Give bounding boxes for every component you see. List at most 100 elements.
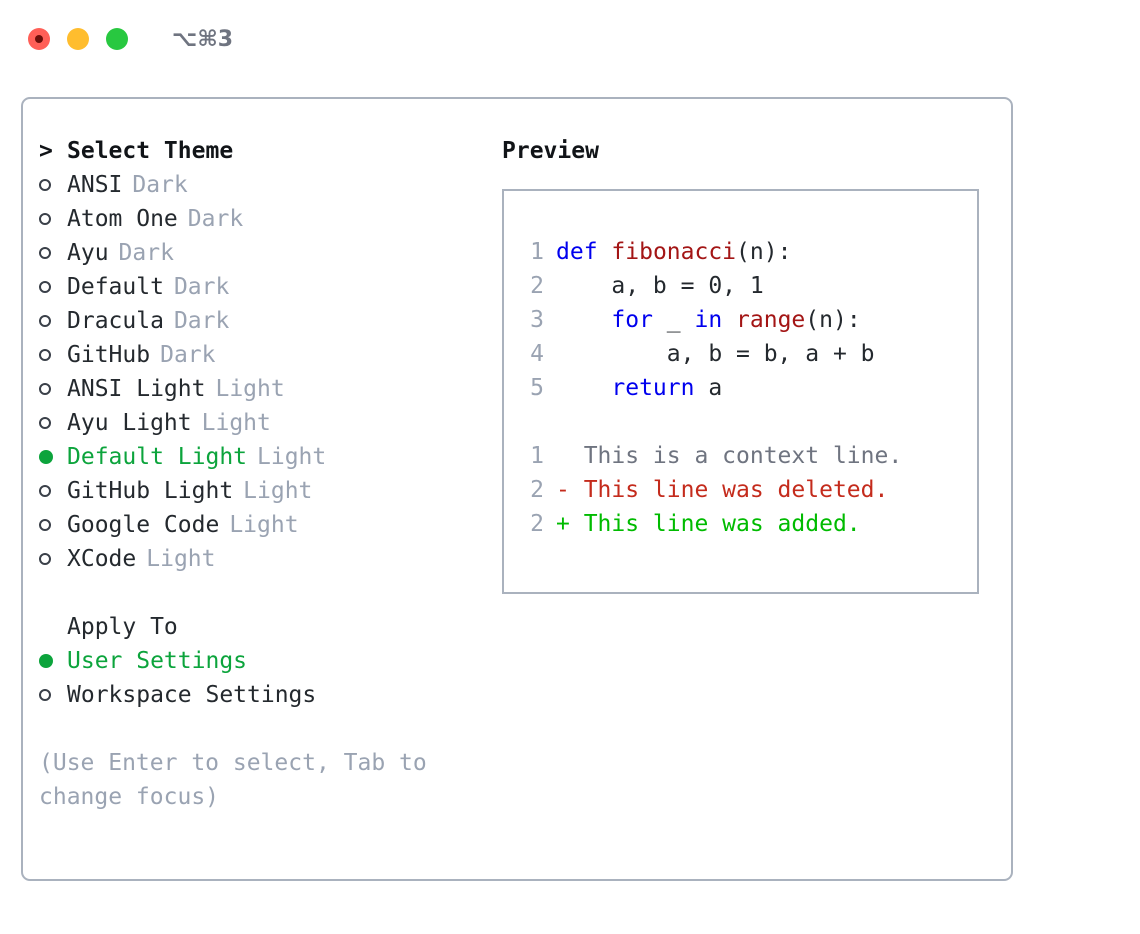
code-token: range xyxy=(736,307,806,333)
radio-unselected-icon xyxy=(39,315,67,327)
list-spacer xyxy=(39,576,479,610)
theme-item-label: GitHub Light xyxy=(67,478,234,504)
radio-unselected-icon xyxy=(39,349,67,361)
theme-list-item[interactable]: Default Dark xyxy=(39,270,479,304)
radio-unselected-icon xyxy=(39,383,67,395)
code-token: (n): xyxy=(736,239,792,265)
select-theme-header: > Select Theme xyxy=(39,134,479,168)
radio-unselected-icon xyxy=(39,281,67,293)
line-number: 1 xyxy=(530,443,544,469)
theme-item-label: GitHub xyxy=(67,342,151,368)
maximize-window-icon[interactable] xyxy=(106,28,128,50)
theme-list-item[interactable]: ANSI Dark xyxy=(39,168,479,202)
code-line: 5 return a xyxy=(518,371,977,405)
code-token xyxy=(556,375,611,401)
radio-unselected-icon xyxy=(39,417,67,429)
code-token: return xyxy=(611,375,695,401)
diff-line: 2 - This line was deleted. xyxy=(518,473,977,507)
code-token: a xyxy=(694,375,723,401)
code-token: a, b = 0, 1 xyxy=(556,273,764,299)
help-text: (Use Enter to select, Tab to change focu… xyxy=(39,750,427,810)
theme-item-mode-badge: Dark xyxy=(187,206,244,232)
theme-item-label: Ayu xyxy=(67,240,109,266)
diff-block: 1 This is a context line. 2 - This line wa… xyxy=(518,439,977,541)
theme-item-label: ANSI Light xyxy=(67,376,206,402)
radio-unselected-icon xyxy=(39,689,67,701)
diff-line-text: + This line was added. xyxy=(556,511,861,537)
theme-item-mode-badge: Light xyxy=(257,444,327,470)
line-number: 1 xyxy=(530,239,544,265)
apply-to-title: Apply To xyxy=(67,614,178,640)
code-line: 3 for _ in range(n): xyxy=(518,303,977,337)
theme-item-mode-badge: Dark xyxy=(173,274,230,300)
apply-to-item-label: User Settings xyxy=(67,648,248,674)
minimize-window-icon[interactable] xyxy=(67,28,89,50)
code-token xyxy=(722,307,736,333)
theme-item-label: Default xyxy=(67,274,164,300)
code-line: 1 def fibonacci(n): xyxy=(518,235,977,269)
close-window-icon[interactable] xyxy=(28,28,50,50)
code-token: fibonacci xyxy=(611,239,737,265)
diff-line: 1 This is a context line. xyxy=(518,439,977,473)
theme-list-item[interactable]: Ayu Light Light xyxy=(39,406,479,440)
diff-line-text: This is a context line. xyxy=(556,443,903,469)
diff-line: 2 + This line was added. xyxy=(518,507,977,541)
theme-list-item[interactable]: Ayu Dark xyxy=(39,236,479,270)
code-diff-separator xyxy=(518,405,977,439)
title-bar: ⌥⌘3 xyxy=(0,0,1140,78)
theme-item-mode-badge: Dark xyxy=(173,308,230,334)
code-token xyxy=(598,239,612,265)
line-number: 2 xyxy=(530,273,544,299)
theme-item-label: ANSI xyxy=(67,172,123,198)
radio-unselected-icon xyxy=(39,553,67,565)
line-number: 2 xyxy=(530,477,544,503)
theme-item-mode-badge: Dark xyxy=(132,172,188,198)
traffic-light-buttons xyxy=(28,28,128,50)
line-number: 4 xyxy=(530,341,544,367)
line-number: 2 xyxy=(530,511,544,537)
diff-line-text: - This line was deleted. xyxy=(556,477,889,503)
radio-unselected-icon xyxy=(39,485,67,497)
theme-item-label: Ayu Light xyxy=(67,410,192,436)
select-theme-title: Select Theme xyxy=(67,138,234,164)
theme-item-mode-badge: Light xyxy=(215,376,285,402)
theme-item-mode-badge: Light xyxy=(146,546,216,572)
code-token: def xyxy=(556,239,598,265)
radio-selected-icon xyxy=(39,654,67,668)
code-token: (n): xyxy=(805,307,861,333)
radio-unselected-icon xyxy=(39,179,67,191)
theme-item-mode-badge: Light xyxy=(201,410,271,436)
theme-list-item[interactable]: ANSI Light Light xyxy=(39,372,479,406)
caret-icon: > xyxy=(39,137,53,164)
apply-to-item-label: Workspace Settings xyxy=(67,682,317,708)
theme-item-mode-badge: Dark xyxy=(118,240,174,266)
preview-title: Preview xyxy=(502,138,599,164)
radio-unselected-icon xyxy=(39,213,67,225)
theme-item-label: Dracula xyxy=(67,308,164,334)
radio-selected-icon xyxy=(39,450,67,464)
apply-to-item[interactable]: User Settings xyxy=(39,644,479,678)
theme-list-item[interactable]: Dracula Dark xyxy=(39,304,479,338)
theme-item-label: Default Light xyxy=(67,444,248,470)
radio-unselected-icon xyxy=(39,519,67,531)
line-number: 5 xyxy=(530,375,544,401)
code-token: a, b = b, a + b xyxy=(556,341,875,367)
apply-to-item[interactable]: Workspace Settings xyxy=(39,678,479,712)
code-token: _ xyxy=(652,307,695,333)
theme-item-label: Google Code xyxy=(67,512,220,538)
code-token: for xyxy=(611,307,653,333)
line-number: 3 xyxy=(530,307,544,333)
theme-list-item[interactable]: Default Light Light xyxy=(39,440,479,474)
